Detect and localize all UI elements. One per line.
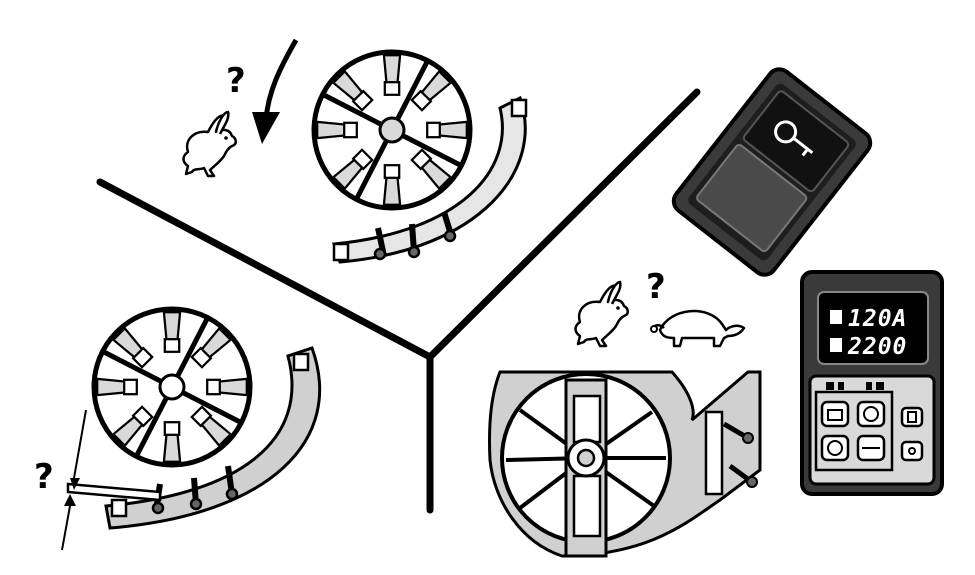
- bottom-reel-unit: [91, 306, 253, 468]
- curved-arrow-icon: [252, 38, 299, 144]
- top-reel-panel: ?: [182, 38, 528, 264]
- console-indicator-icons: [826, 382, 884, 390]
- tortoise-icon: [649, 309, 746, 348]
- console-button-5: [900, 406, 924, 428]
- console-button-3: [820, 434, 850, 462]
- console-button-1: [820, 400, 850, 428]
- hare-icon-right: [574, 280, 630, 348]
- console-display-line-1: 120A: [848, 306, 907, 332]
- reel-side-housing: [488, 370, 762, 558]
- bottom-reel-panel: ?: [34, 306, 322, 551]
- top-adjuster-pins: [332, 98, 528, 262]
- console-button-6: [900, 440, 924, 462]
- ignition-key-icon: [774, 120, 814, 157]
- question-mark-right: ?: [646, 267, 666, 307]
- panel-dividers: [96, 88, 701, 514]
- question-mark-bottom: ?: [34, 457, 54, 497]
- console-display-line-2: 2200: [847, 334, 907, 360]
- rocker-switch: [671, 67, 873, 277]
- console-button-2: [856, 400, 886, 428]
- feeler-gauge: [61, 409, 162, 551]
- bottom-adjuster-pins: [110, 352, 310, 518]
- hare-icon: [182, 110, 238, 178]
- question-mark-top: ?: [226, 61, 246, 101]
- top-reel-unit: [311, 49, 473, 211]
- control-console: 120A 2200: [800, 270, 944, 496]
